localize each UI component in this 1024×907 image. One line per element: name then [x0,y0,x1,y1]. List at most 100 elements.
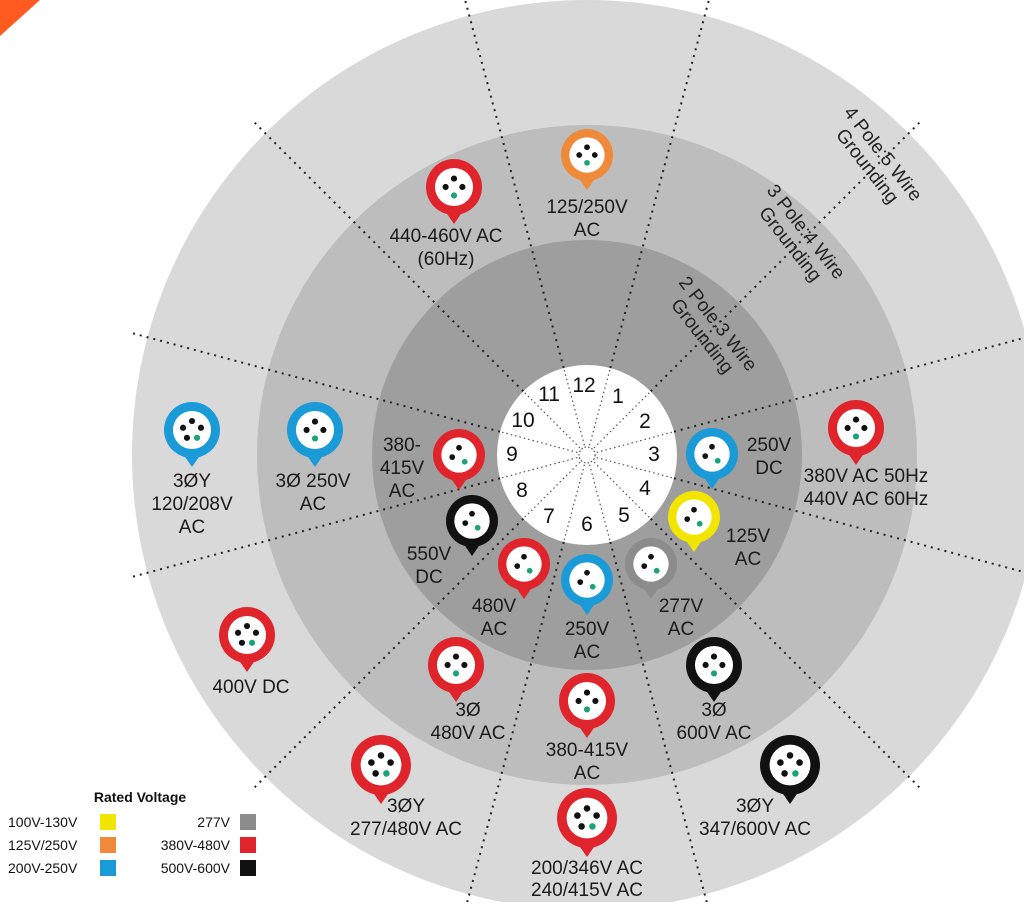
legend-item-500-600v: 500V-600V [161,860,256,876]
power-pin [584,569,590,576]
power-pin [179,424,187,431]
socket-key-notch [703,476,721,489]
clock-number-4: 4 [639,477,651,500]
svg-text:480V AC: 480V AC [431,723,506,744]
svg-text:AC: AC [668,619,694,640]
svg-text:500V-600V: 500V-600V [161,860,231,876]
socket-face [769,744,811,786]
svg-text:100V-130V: 100V-130V [8,814,78,830]
sector-divider [609,0,710,369]
earth-pin [583,706,591,713]
label-380-415v-ac-inner: 380- 415V AC [380,435,425,502]
earth-pin [852,433,860,440]
sector-divider [132,332,501,433]
socket-3phy-347-600v-ac [760,735,820,804]
socket-250v-dc [686,428,738,489]
svg-text:AC: AC [481,619,507,640]
svg-text:440-460V AC: 440-460V AC [389,226,502,247]
power-pin [844,424,851,432]
power-pin [243,622,251,630]
socket-key-notch [463,543,481,556]
sector-divider [609,541,710,907]
earth-pin [696,520,703,527]
power-pin [576,152,583,158]
socket-key-notch [238,659,256,672]
earth-pin [193,434,201,441]
svg-text:380-415V: 380-415V [546,740,629,761]
sockets [164,129,884,857]
socket-face [836,408,876,448]
power-pin [591,152,598,158]
label-125v-ac: 125V AC [726,526,771,570]
clock-number-2: 2 [639,410,651,433]
legend-item-200-250v: 200V-250V [8,860,116,876]
socket-480v-ac [498,538,550,599]
power-pin [583,689,591,696]
clock-number-1: 1 [612,385,624,408]
svg-text:AC: AC [574,642,600,663]
socket-380-415v-ac-inner [433,429,485,490]
earth-pin [714,457,721,464]
label-380-415v-ac-mid: 380-415V AC [546,740,629,784]
socket-key-notch [515,586,533,599]
legend-swatch-red [240,837,256,853]
label-3ph-600v-ac: 3Ø 600V AC [677,700,752,744]
label-3ph-250v-ac: 3Ø 250V AC [276,471,351,515]
socket-face [295,410,335,450]
power-pin [781,770,788,777]
socket-key-notch [372,791,390,804]
clock-number-9: 9 [506,443,518,466]
power-pin [459,183,466,191]
socket-face [454,503,490,539]
socket-380-415v-ac-mid [559,673,615,738]
clock-numbers: 1 2 3 4 5 6 7 8 9 10 11 12 [506,374,660,536]
power-pin [303,426,310,434]
svg-text:AC: AC [179,517,205,538]
clock-number-11: 11 [538,383,560,406]
socket-face [566,797,608,839]
sector-divider [649,121,921,393]
svg-text:3Ø 250V: 3Ø 250V [276,471,351,492]
label-400v-dc: 400V DC [212,677,289,698]
socket-key-notch [847,452,865,465]
socket-face [172,410,212,450]
legend-swatch-blue [100,860,116,876]
sector-divider [464,541,565,907]
power-pin [469,510,475,517]
svg-text:200/346V AC: 200/346V AC [531,858,643,879]
power-pin [252,629,260,636]
power-pin [234,629,242,636]
socket-face [633,546,669,582]
legend-item-277v: 277V [197,814,256,830]
socket-key-notch [445,211,463,224]
socket-key-notch [578,177,596,190]
power-pin [702,453,709,459]
socket-key-notch [781,791,799,804]
power-pin [450,175,458,182]
svg-text:240/415V AC: 240/415V AC [531,880,643,901]
socket-277v-ac [625,538,677,599]
power-pin [456,444,462,451]
legend-item-125-250v: 125V/250V [8,837,116,853]
sector-divider [464,0,565,369]
sector-divider [673,477,1024,574]
label-3phy-347-600v-ac: 3ØY 347/600V AC [699,796,811,840]
socket-550v-dc [446,495,498,556]
socket-200-346v-ac [557,788,617,857]
power-pin [188,417,196,425]
power-pin [702,661,709,669]
power-pin [710,653,718,660]
power-pin [461,661,468,669]
sector-divider [673,336,1024,433]
clock-number-7: 7 [543,505,555,528]
socket-3ph-250v-ac [287,402,343,467]
power-pin [584,144,590,151]
socket-face [694,436,730,472]
power-pin [452,653,460,660]
sector-dividers [132,0,1024,907]
socket-face [569,562,605,598]
power-pin [691,506,697,513]
power-pin [320,426,327,434]
